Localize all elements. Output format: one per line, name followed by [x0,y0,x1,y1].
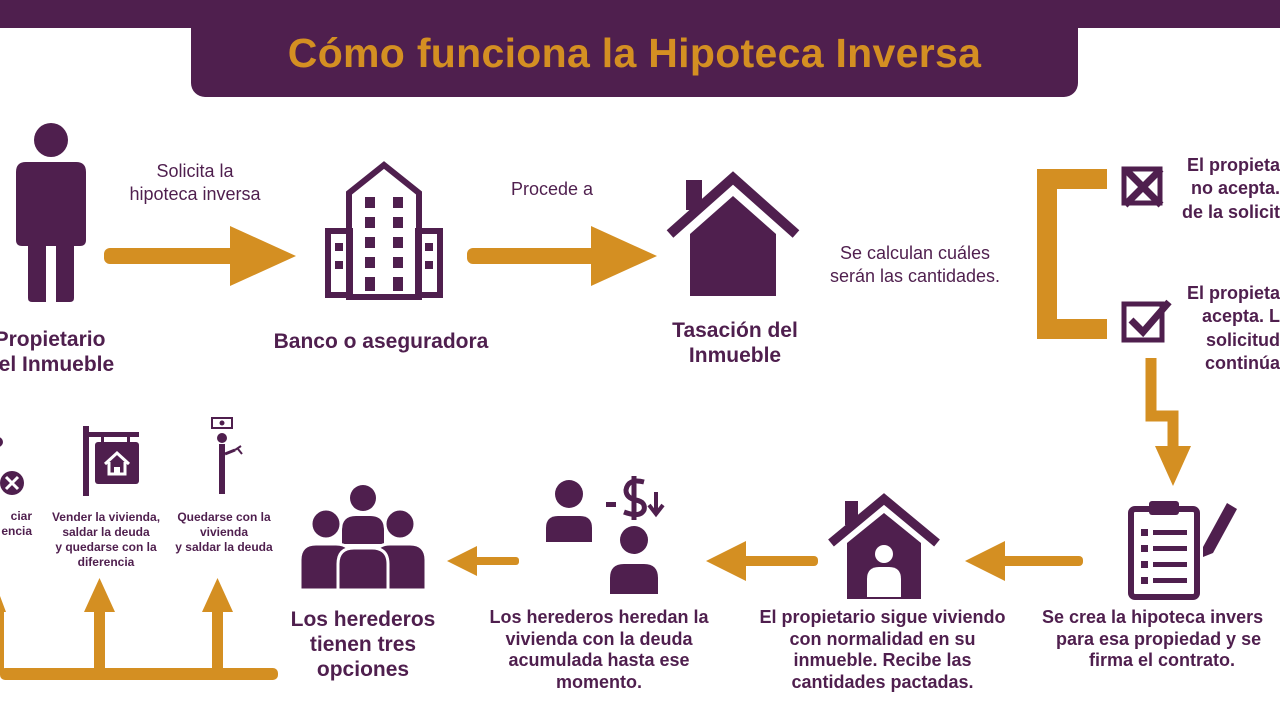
contract-text-3: firma el contrato. [1089,650,1236,671]
accept-text-2: acepta. L [1201,306,1280,327]
accept-text-1: El propieta [1186,283,1280,303]
option3-text-1: Quedarse con la [177,510,271,524]
option1-text-1: ciar [10,509,32,523]
arrow-right-2 [467,226,657,286]
calc-note-1: Se calculan cuáles [839,243,991,263]
option2-text-1: Vender la vivienda, [51,510,161,524]
x-box-icon [1121,166,1164,208]
title-box: Cómo funciona la Hipoteca Inversa [191,0,1078,97]
person-icon [16,123,86,302]
calc-note-2: serán las cantidades. [829,266,1001,287]
reject-text-2: no acepta. [1190,178,1280,199]
option3-text-2: vivienda [199,525,249,539]
owner-label-2: del Inmueble [0,353,115,377]
option2-text-3: y quedarse con la [55,540,157,554]
living-text-1: El propietario sigue viviendo [759,607,1006,627]
accept-text-4: continúa [1205,353,1280,374]
arrow-left-2 [706,541,818,581]
arrow-left-3 [447,546,519,576]
option2-text-2: saldar la deuda [62,525,150,539]
living-text-4: cantidades pactadas. [791,671,974,692]
reject-text-3: de la solicit [1181,201,1280,222]
living-text-3: inmueble. Recibe las [793,650,972,671]
owner-label-1: Propietario [0,328,106,351]
for-sale-sign-icon [83,426,139,496]
arrow2-note: Procede a [510,179,594,199]
contract-text-2: para esa propiedad y se [1056,628,1262,649]
arrow-down [1145,358,1191,486]
heirs-money-icon [546,476,665,594]
arrow1-note-1: Solicita la [156,161,234,181]
option1-icon [0,437,24,495]
arrow-left-1 [965,541,1083,581]
option3-text-3: y saldar la deuda [175,540,273,554]
options-connector [0,578,278,680]
house-person-icon [828,493,940,599]
options-text-3: opciones [316,658,410,682]
living-text-2: con normalidad en su [789,628,976,649]
options-text-1: Los herederos [290,608,436,631]
inherit-text-2: vivienda con la deuda [505,628,693,649]
building-icon [325,161,443,300]
person-key-icon [211,417,243,494]
appraisal-label-1: Tasación del [672,319,798,342]
accept-text-3: solicitud [1205,329,1280,350]
arrow-right-1 [104,226,296,286]
decision-bracket [1037,169,1107,339]
inherit-text-1: Los herederos heredan la [489,607,709,627]
arrow1-note-2: hipoteca inversa [129,184,261,205]
page-title: Cómo funciona la Hipoteca Inversa [287,30,982,76]
options-text-2: tienen tres [309,633,417,657]
contract-text-1: Se crea la hipoteca invers [1042,607,1264,627]
house-icon [666,171,800,296]
check-box-icon [1121,299,1172,343]
option2-text-4: diferencia [77,555,135,569]
option1-text-2: encia [1,524,32,538]
family-icon [298,485,428,592]
appraisal-label-2: Inmueble [688,344,782,368]
inherit-text-3: acumulada hasta ese [508,650,690,671]
bank-label: Banco o aseguradora [273,330,489,353]
reject-text-1: El propieta [1186,155,1280,175]
inherit-text-4: momento. [555,671,642,692]
clipboard-icon [1128,501,1237,600]
